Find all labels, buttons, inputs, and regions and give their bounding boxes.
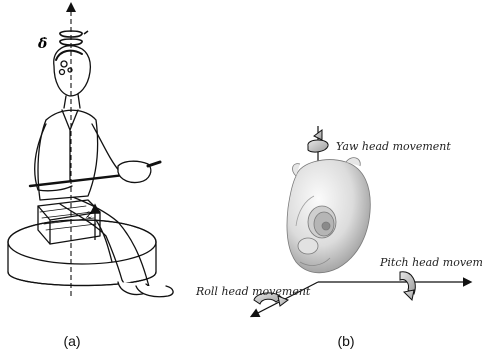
pitch-label: Pitch head movemen <box>379 256 482 269</box>
person-torso <box>38 110 98 200</box>
yaw-rotation-icon <box>308 130 328 152</box>
person-head <box>54 46 91 108</box>
roll-label: Roll head movement <box>195 285 311 298</box>
panel-a-illustration <box>8 46 173 297</box>
delta-dot-symbol: δ̇ <box>37 35 47 52</box>
rotation-arrow-icon <box>60 31 88 45</box>
panel-a-caption: (a) <box>63 333 80 349</box>
panel-b-caption: (b) <box>337 333 354 349</box>
z-axis-label: z <box>85 207 93 221</box>
robot-head <box>287 158 370 273</box>
pitch-rotation-icon <box>400 272 415 300</box>
rotating-platform <box>8 220 156 286</box>
yaw-label: Yaw head movement <box>336 140 451 153</box>
